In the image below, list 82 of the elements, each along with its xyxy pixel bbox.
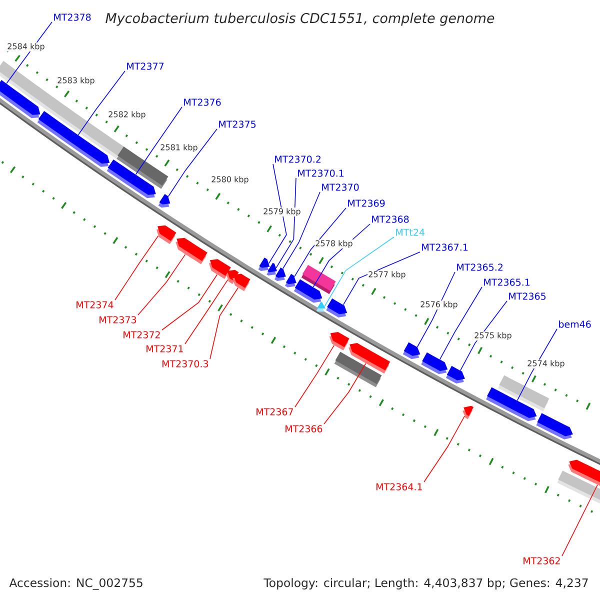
gene-block: [258, 258, 270, 271]
gene-block: [176, 238, 208, 264]
gene-label: MT2375: [219, 120, 256, 128]
gene-label: bem46: [559, 320, 591, 328]
gene-label: MT2362: [524, 557, 560, 564]
scale-label: 2581 kbp: [160, 144, 198, 152]
map-title: Mycobacterium tuberculosis CDC1551, complete genome: [106, 12, 494, 26]
leader-line: [168, 128, 218, 197]
gene-block: [446, 366, 465, 384]
leader-line: [268, 164, 287, 264]
gene-block: [294, 279, 322, 303]
gene-block: [284, 274, 296, 288]
leader-line: [324, 236, 394, 307]
gene-block: [421, 352, 448, 374]
gene-label: MT2371: [146, 345, 183, 352]
leader-line: [114, 235, 159, 300]
gene-block: [232, 274, 250, 292]
gene-block: [462, 406, 474, 420]
gene-block: [536, 413, 573, 440]
gene-label: MT2366: [286, 425, 322, 432]
gene-label: MT2370.3: [162, 360, 208, 368]
scale-label: 2577 kbp: [368, 270, 406, 280]
gene-block: [402, 342, 420, 360]
gene-label: MT2370.1: [298, 170, 344, 177]
footer-text: Topology: circular; Length: 4,403,837 bp; Genes: 4,237: [264, 578, 588, 590]
gene-label: MT2376: [184, 98, 221, 106]
leader-line: [416, 272, 456, 348]
gene-block: [156, 225, 176, 244]
leader-line: [135, 106, 182, 175]
leader-line: [78, 70, 126, 136]
gene-block: [274, 268, 286, 281]
gene-label: MT2373: [100, 316, 136, 324]
leader-line: [210, 287, 239, 360]
gene-label: MT2367: [256, 408, 293, 416]
gene-block: [316, 302, 326, 312]
gene-label: MTt24: [396, 228, 424, 236]
gene-label: MT2374: [76, 301, 114, 308]
leader-line: [138, 254, 186, 316]
leader-line: [516, 328, 558, 401]
gene-block: [348, 343, 390, 374]
leader-line: [162, 274, 218, 330]
gene-label: MT2370: [322, 184, 359, 191]
scale-label: 2584 kbp: [6, 42, 46, 52]
leader-line: [294, 208, 346, 278]
leader-line: [562, 484, 598, 556]
gene-block: [208, 259, 231, 280]
leader-line: [440, 286, 482, 360]
scale-label: 2582 kbp: [108, 110, 146, 120]
leader-line: [294, 344, 335, 408]
feature-bar: [498, 375, 550, 412]
gene-block: [568, 460, 600, 486]
gene-label: MT2370.2: [275, 156, 320, 163]
scale-label: 2579 kbp: [262, 208, 302, 216]
gene-block: [158, 194, 170, 208]
gene-block: [266, 262, 277, 276]
gene-label: MT2364.1: [376, 483, 422, 490]
gene-label: MT2365.1: [484, 278, 530, 286]
scale-label: 2580 kbp: [210, 176, 250, 184]
scale-label: 2574 kbp: [526, 360, 566, 368]
gene-label: MT2365: [509, 292, 546, 300]
gene-block: [0, 80, 40, 118]
gene-label: MT2377: [127, 62, 164, 70]
scale-label: 2575 kbp: [474, 332, 512, 340]
leader-line: [324, 363, 366, 424]
gene-label: MT2372: [124, 331, 160, 338]
leader-line: [282, 192, 320, 270]
leader-line: [276, 178, 296, 268]
gene-block: [329, 332, 350, 350]
gene-block: [37, 110, 110, 167]
leader-line: [184, 279, 228, 344]
footer-text: Accession: NC_002755: [9, 578, 142, 590]
leader-line: [342, 252, 420, 306]
leader-line: [424, 416, 465, 482]
gene-label: MT2365.2: [457, 264, 502, 271]
gene-block: [326, 298, 348, 318]
gene-label: MT2367.1: [422, 244, 468, 251]
gene-label: MT2368: [372, 216, 409, 223]
gene-label: MT2378: [54, 14, 91, 21]
scale-label: 2578 kbp: [314, 240, 354, 248]
gene-label: MT2369: [348, 200, 385, 207]
scale-label: 2583 kbp: [56, 76, 96, 86]
scale-label: 2576 kbp: [420, 300, 458, 310]
